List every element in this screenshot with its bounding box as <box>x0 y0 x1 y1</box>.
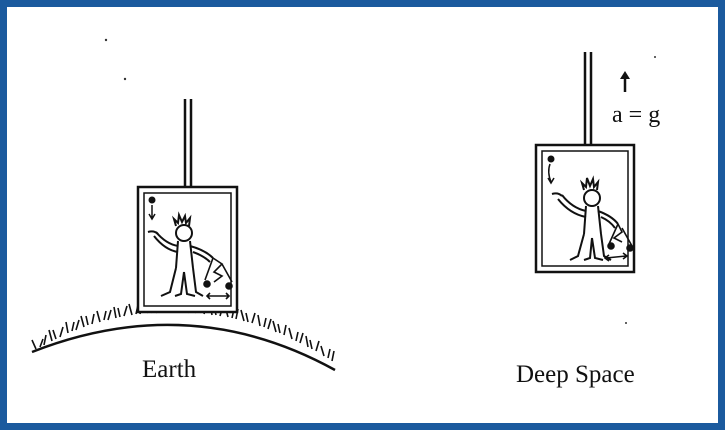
deep-space-label: Deep Space <box>516 361 635 389</box>
earth-label: Earth <box>142 356 196 384</box>
earth-elevator-cable <box>185 99 191 187</box>
deep-space-scene <box>536 52 634 272</box>
space-elevator-cable <box>585 52 591 145</box>
earth-scene <box>32 99 335 370</box>
space-ball <box>548 156 555 163</box>
acceleration-label: a = g <box>612 102 660 129</box>
earth-ball <box>149 197 156 204</box>
